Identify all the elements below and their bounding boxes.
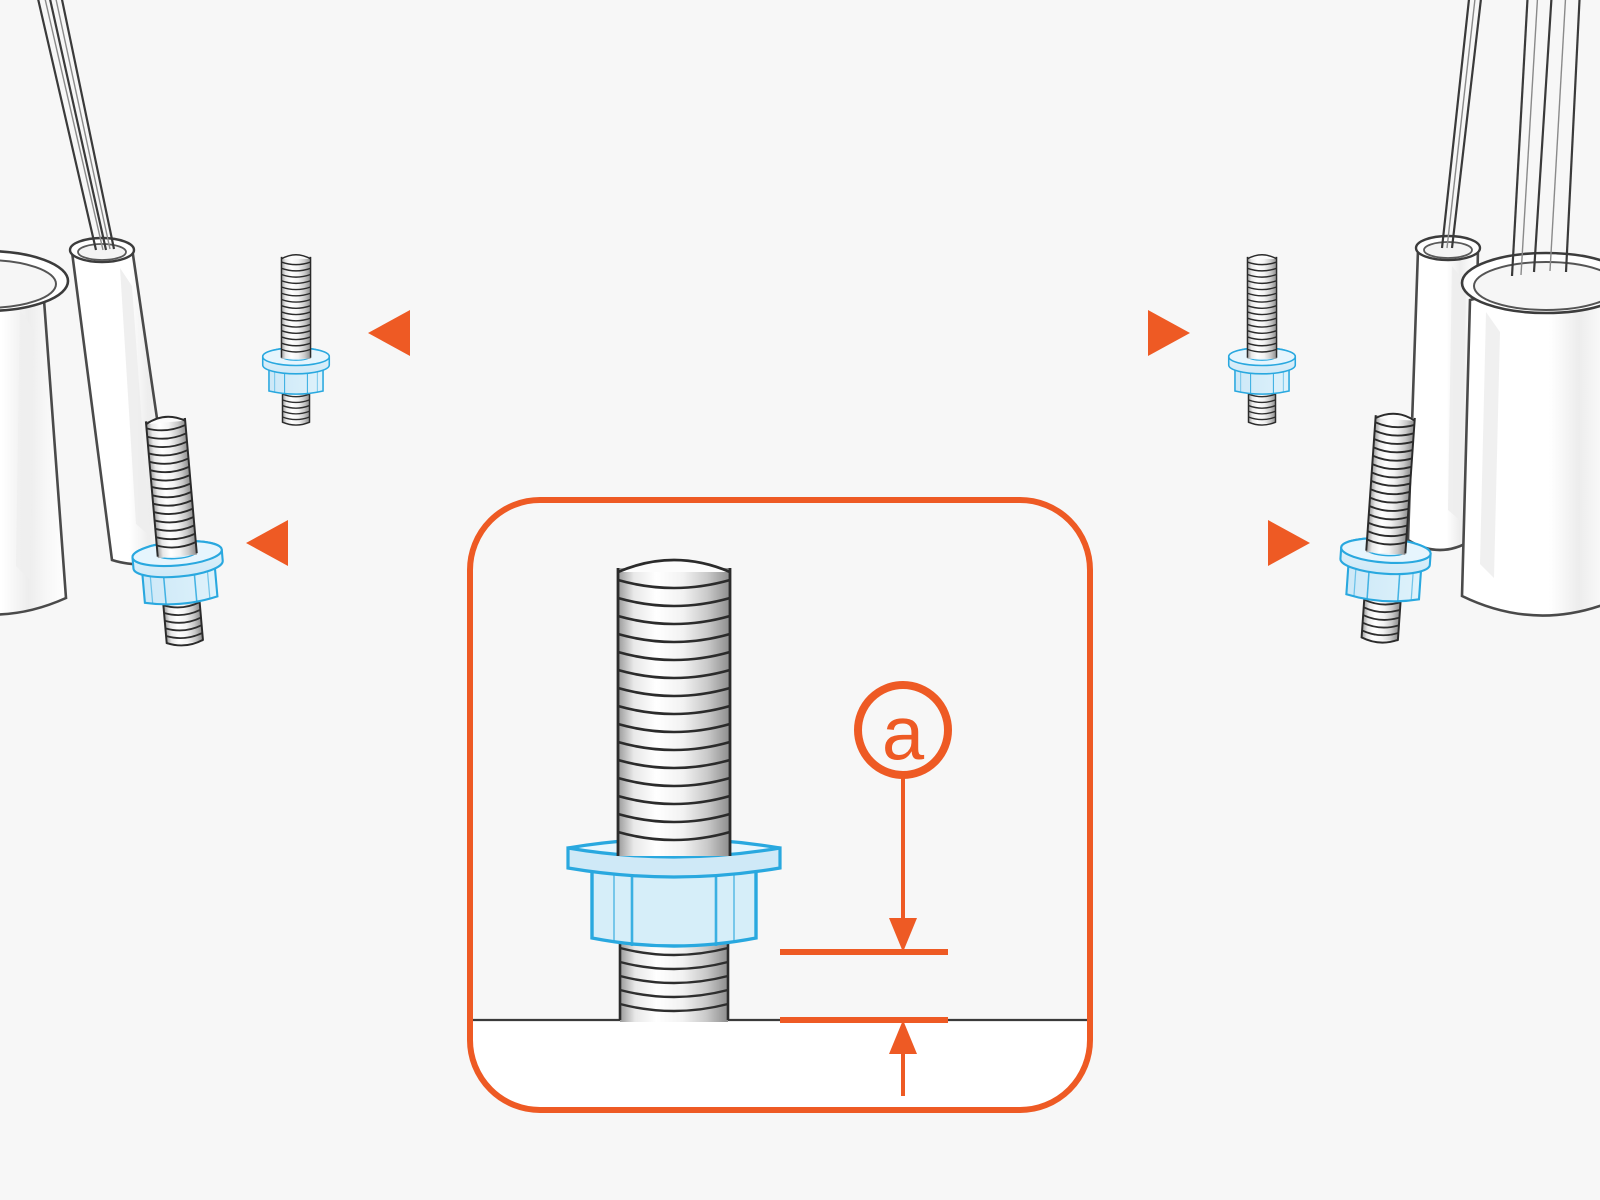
- cable-bundle-left: [37, 0, 116, 251]
- tube-right-front-cable: [1406, 0, 1482, 552]
- tube-left-rear-large: [0, 250, 70, 616]
- cable-bundle-right-rear: [1510, 0, 1581, 277]
- callout-badge-label: a: [882, 692, 925, 777]
- arrow-upper-left: [368, 310, 410, 356]
- mounting-surface: [470, 1018, 1090, 1110]
- cable-bundle-right-front: [1440, 0, 1482, 249]
- callout-badge-circle: [854, 681, 952, 779]
- dimension-annotation-a: a: [780, 681, 952, 1096]
- detail-callout-panel: [467, 497, 1093, 1113]
- tube-group-left: [0, 0, 178, 616]
- fastener-bolt-upper-left-loose: [261, 253, 331, 426]
- fastener-bolt-upper-right-loose: [1227, 253, 1297, 426]
- detail-callout-border: [467, 497, 1093, 1113]
- dimension-arrowhead-down: [889, 918, 917, 952]
- tube-group-right: [1406, 0, 1600, 617]
- arrow-upper-right: [1148, 310, 1190, 356]
- arrow-lower-left: [246, 520, 288, 566]
- dimension-arrowhead-up: [889, 1020, 917, 1054]
- arrow-lower-right: [1268, 520, 1310, 566]
- tube-right-rear-large: [1460, 0, 1600, 617]
- detail-bolt-lower-thread: [618, 940, 730, 1022]
- detail-bolt-shaft: [616, 558, 732, 856]
- detail-bolt-assembly: [566, 558, 782, 1022]
- tube-left-front-cable: [37, 0, 178, 566]
